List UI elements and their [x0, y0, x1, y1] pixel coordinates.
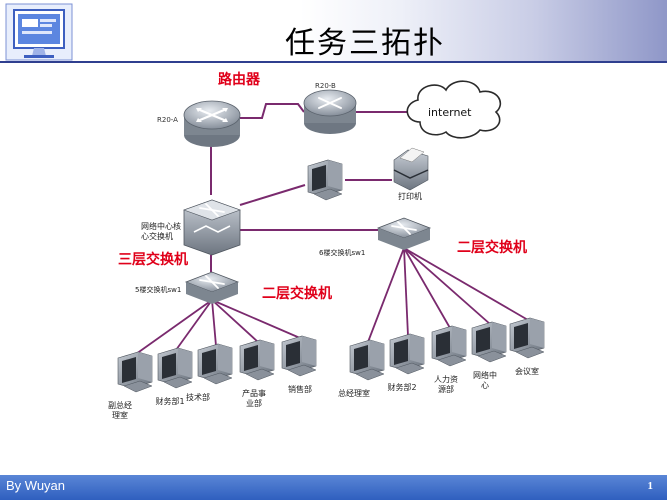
- core-switch-label-line1: 网络中心核: [141, 221, 181, 231]
- department-pc-icon: [509, 317, 545, 359]
- link-r20a-r20b: [238, 103, 305, 119]
- page-number: 1: [647, 480, 654, 492]
- department-pc-label: 业部: [246, 398, 262, 408]
- internet-cloud-icon: [406, 80, 502, 139]
- header-band: [0, 0, 667, 62]
- department-pc-label: 源部: [438, 384, 454, 394]
- department-pc-label: 产品事: [242, 388, 266, 398]
- switch-6f-icon: [376, 217, 432, 250]
- switch-5f-icon: [184, 271, 240, 304]
- department-pc-label: 网络中: [473, 370, 497, 380]
- pc-link: [403, 247, 491, 325]
- department-pc-icon: [157, 347, 193, 389]
- department-pc-label: 理室: [112, 410, 128, 420]
- router-r20a-label: R20-A: [157, 116, 178, 124]
- core-switch-label-line2: 心交换机: [141, 231, 173, 241]
- printer-host-pc-icon: [307, 159, 343, 201]
- link-core-printer-pc: [239, 184, 306, 206]
- network-links: [210, 103, 412, 272]
- pc-link: [211, 299, 301, 339]
- pc-link: [403, 247, 409, 337]
- presentation-logo-icon: [5, 3, 73, 61]
- department-pc-icon: [389, 333, 425, 375]
- printer-icon: [393, 147, 429, 191]
- department-pc-icon: [471, 321, 507, 363]
- department-pc-icon: [117, 351, 153, 393]
- router-r20b-icon: [303, 89, 357, 134]
- department-pc-icon: [239, 339, 275, 381]
- footer-bar: [0, 475, 667, 500]
- switch-5f-label: 5楼交换机sw1: [135, 285, 181, 294]
- router-r20b-label: R20-B: [315, 82, 336, 90]
- pc-link: [175, 299, 213, 351]
- slide-title: 任务三拓扑: [285, 26, 445, 61]
- footer-author: By Wuyan: [6, 478, 66, 493]
- department-pc-label: 财务部1: [155, 396, 184, 406]
- annotation-layer2-switch-right: 二层交换机: [457, 239, 527, 256]
- router-r20a-icon: [183, 100, 241, 147]
- pc-link: [367, 247, 405, 343]
- department-pc-label: 总经理室: [338, 388, 370, 398]
- annotation-layer2-switch-left: 二层交换机: [262, 285, 332, 302]
- department-pc-label: 财务部2: [387, 382, 416, 392]
- department-pc-label: 技术部: [186, 392, 210, 402]
- header-divider: [0, 61, 667, 63]
- switch-to-pc-links: [135, 247, 529, 355]
- pc-link: [211, 299, 217, 347]
- department-pc-icon: [197, 343, 233, 385]
- core-switch-icon: [183, 199, 241, 256]
- department-pc-icon: [431, 325, 467, 367]
- annotation-layer3-switch: 三层交换机: [118, 251, 188, 268]
- switch-6f-label: 6楼交换机sw1: [319, 248, 365, 257]
- pc-link: [403, 247, 451, 329]
- pc-link: [403, 247, 529, 321]
- department-pc-label: 会议室: [515, 366, 539, 376]
- department-pc-label: 销售部: [288, 384, 312, 394]
- internet-label: internet: [428, 106, 472, 119]
- pc-link: [211, 299, 259, 343]
- department-pc-icon: [281, 335, 317, 377]
- pc-link: [135, 299, 213, 355]
- department-pc-label: 副总经: [108, 400, 132, 410]
- annotation-router: 路由器: [218, 71, 261, 88]
- printer-label: 打印机: [398, 191, 422, 201]
- department-pc-label: 心: [481, 381, 489, 390]
- department-pc-label: 人力资: [434, 374, 458, 384]
- department-pc-icon: [349, 339, 385, 381]
